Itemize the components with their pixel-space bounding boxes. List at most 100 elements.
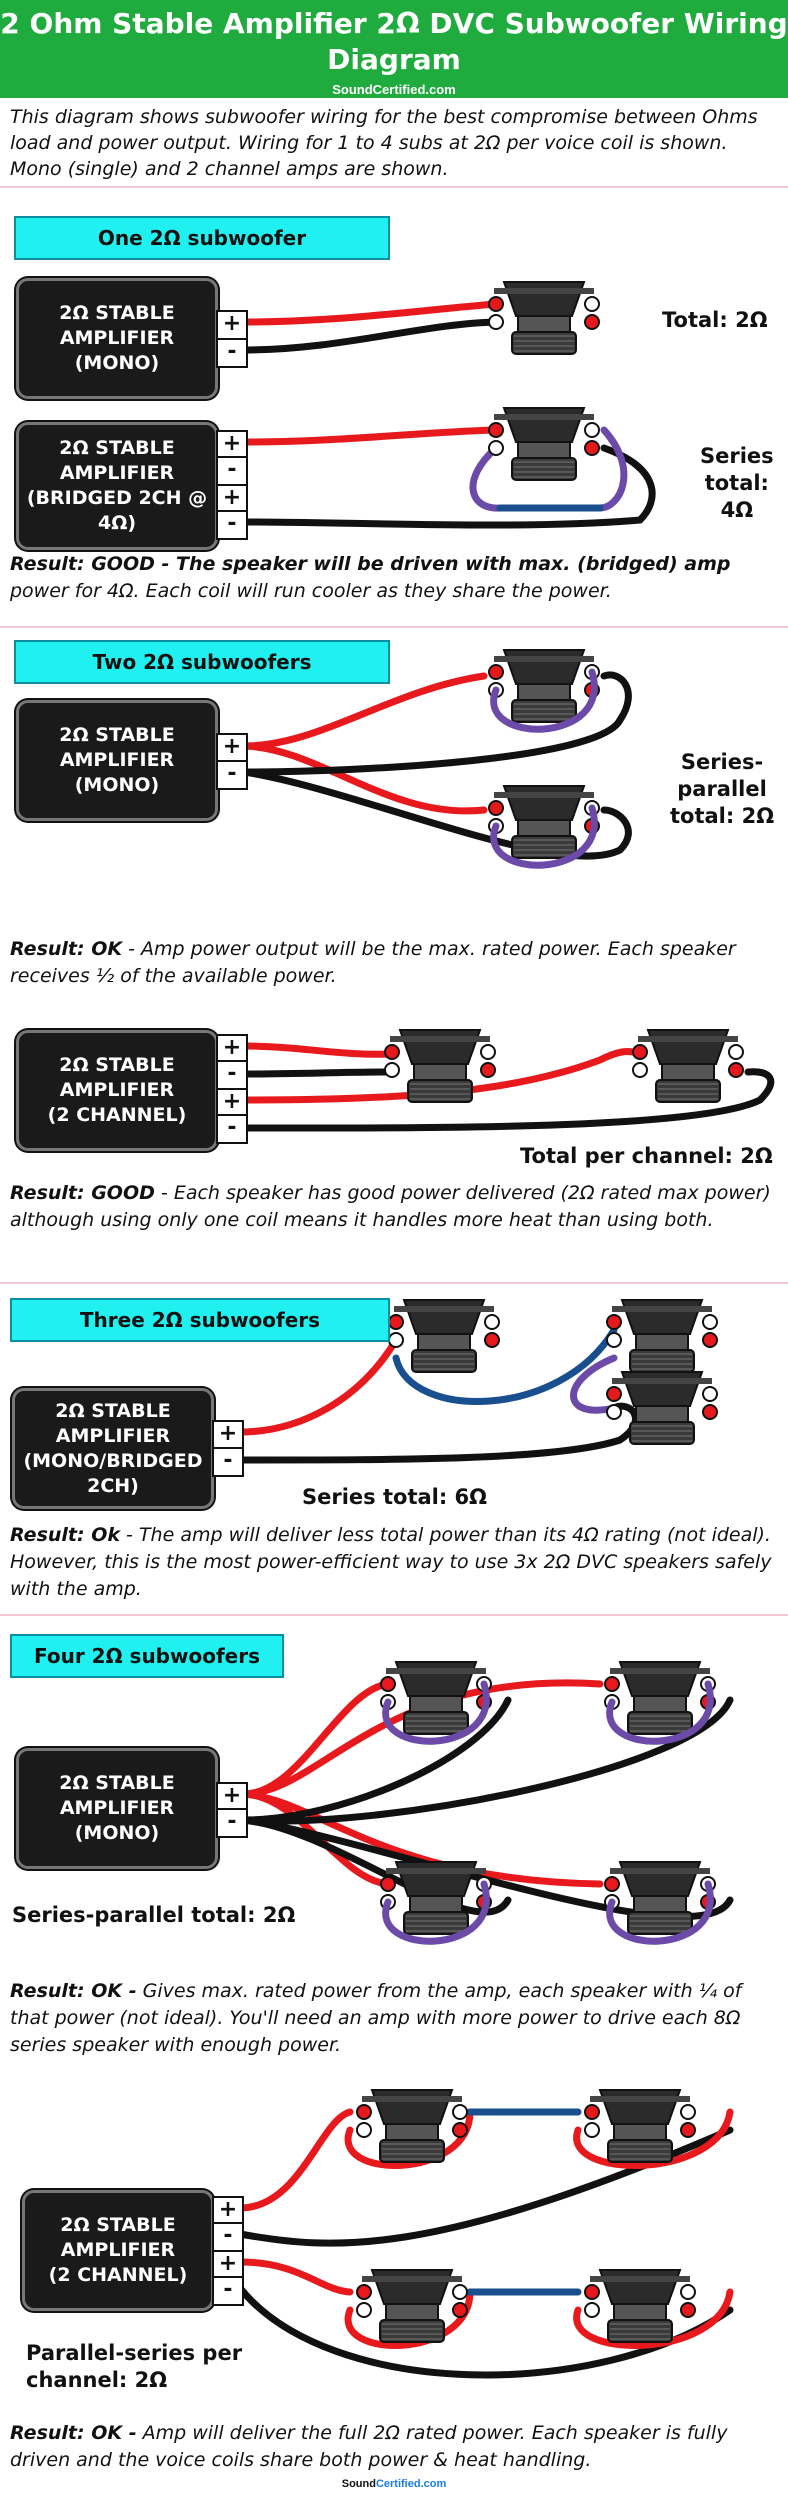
speaker-magnet-stack [627, 1711, 693, 1735]
amplifier-mono-1: 2Ω STABLE AMPLIFIER (MONO) [16, 278, 218, 399]
terminal-red-right [452, 2302, 468, 2318]
speaker-magnet [613, 2123, 667, 2141]
wire-positive [236, 2108, 354, 2212]
speaker-rim [612, 1378, 712, 1384]
speaker-magnet [517, 683, 571, 701]
terminal-red-left [380, 1876, 396, 1892]
section-title-two-subs: Two 2Ω subwoofers [14, 640, 390, 684]
result-lead: Result: GOOD [10, 1182, 155, 1204]
speaker-basket [620, 1299, 704, 1335]
intro-text: This diagram shows subwoofer wiring for … [10, 106, 758, 180]
footer-brand-a: Sound [341, 2478, 376, 2490]
speaker-magnet [517, 315, 571, 333]
terminal-red-right [728, 1062, 744, 1078]
speaker-basket [620, 1371, 704, 1407]
series-link [570, 1354, 618, 1414]
amplifier-mono-3: 2Ω STABLE AMPLIFIER (MONO) [16, 1748, 218, 1869]
voice-coil-jumper [606, 1880, 714, 1945]
total-label-5: Series total: 6Ω [302, 1485, 488, 1509]
speaker-magnet-stack [403, 1911, 469, 1935]
series-link [392, 1326, 618, 1405]
total-label-1: Total: 2Ω [662, 308, 768, 332]
speaker-magnet-stack [627, 1911, 693, 1935]
terminal-red-right [584, 440, 600, 456]
amp-label: 2Ω STABLE AMPLIFIER (2 CHANNEL) [48, 2214, 188, 2286]
wire-positive [240, 1790, 604, 1888]
amplifier-2ch-1: 2Ω STABLE AMPLIFIER (2 CHANNEL) [16, 1030, 218, 1151]
terminal-minus: - [216, 510, 248, 540]
terminal-white-right [702, 1386, 718, 1402]
section-title-one-sub: One 2Ω subwoofer [14, 216, 390, 260]
result-lead: Result: OK - [10, 1980, 137, 2002]
speaker-magnet [409, 1695, 463, 1713]
page-title: 2 Ohm Stable Amplifier 2Ω DVC Subwoofer … [0, 6, 788, 78]
wire-positive [236, 1336, 400, 1436]
amp-label: 2Ω STABLE AMPLIFIER (2 CHANNEL) [47, 1054, 187, 1126]
speaker-rim [494, 414, 594, 420]
terminal-red-left [380, 1676, 396, 1692]
speaker-magnet-stack [511, 331, 577, 355]
title-line-1: 2 Ohm Stable Amplifier 2Ω DVC Subwoofer … [0, 7, 788, 40]
speaker-rim [590, 2276, 690, 2282]
header-banner: 2 Ohm Stable Amplifier 2Ω DVC Subwoofer … [0, 0, 788, 98]
terminal-white-left [606, 1404, 622, 1420]
amp-label: 2Ω STABLE AMPLIFIER (MONO/BRIDGED 2CH) [23, 1399, 203, 1497]
terminal-white-right [584, 296, 600, 312]
terminal-plus: + [216, 1034, 248, 1064]
terminal-minus: - [212, 1447, 244, 1477]
terminal-white-left [584, 2302, 600, 2318]
terminal-red-left [388, 1314, 404, 1330]
result-body: power for 4Ω. Each coil will run cooler … [10, 580, 612, 602]
speaker-rim [494, 288, 594, 294]
terminal-minus: - [216, 338, 248, 368]
terminal-minus: - [212, 2276, 244, 2306]
result-lead: Result: OK [10, 938, 123, 960]
wire-positive [240, 1042, 396, 1058]
terminal-red-left [604, 1676, 620, 1692]
wire-negative [240, 671, 632, 776]
speaker-basket [598, 2089, 682, 2125]
terminal-minus: - [216, 1060, 248, 1090]
terminal-red-right [702, 1332, 718, 1348]
speaker-magnet-stack [379, 2139, 445, 2163]
speaker-rim [638, 1036, 738, 1042]
wire-positive [236, 2258, 354, 2296]
wire-positive [240, 300, 500, 326]
speaker-basket [502, 407, 586, 443]
site-credit: SoundCertified.com [332, 82, 456, 97]
terminal-red-left [632, 1044, 648, 1060]
terminal-white-right [484, 1314, 500, 1330]
speaker-magnet-stack [511, 457, 577, 481]
terminal-white-right [728, 1044, 744, 1060]
speaker-magnet [413, 1063, 467, 1081]
speaker-magnet [409, 1895, 463, 1913]
speaker-magnet-stack [403, 1711, 469, 1735]
terminal-red-left [356, 2104, 372, 2120]
terminal-red-left [488, 422, 504, 438]
amp-label: 2Ω STABLE AMPLIFIER (MONO) [59, 1772, 175, 1844]
speaker-magnet [417, 1333, 471, 1351]
wire-positive [240, 742, 488, 815]
speaker-magnet [613, 2303, 667, 2321]
terminal-white-right [480, 1044, 496, 1060]
amplifier-bridged-1: 2Ω STABLE AMPLIFIER (BRIDGED 2CH @ 4Ω) [16, 422, 218, 550]
wire-positive [240, 1679, 604, 1798]
speaker-magnet-stack [511, 699, 577, 723]
result-text-6: Result: OK - Amp will deliver the full 2… [10, 2420, 780, 2474]
total-label-2: Series total: 4Ω [700, 444, 774, 522]
wire-negative [240, 318, 500, 354]
speaker-magnet-stack [407, 1079, 473, 1103]
result-body: - The amp will deliver less total power … [10, 1524, 772, 1600]
terminal-white-right [584, 422, 600, 438]
wire-negative [240, 1816, 734, 1921]
speaker-rim [362, 2096, 462, 2102]
speaker-basket [646, 1029, 730, 1065]
speaker-basket [398, 1029, 482, 1065]
voice-coil-jumper [382, 1880, 490, 1945]
result-text-1: Result: GOOD - The speaker will be drive… [10, 551, 780, 605]
divider [0, 626, 788, 628]
speaker-basket [370, 2089, 454, 2125]
speaker-basket [394, 1661, 478, 1697]
terminal-red-left [488, 296, 504, 312]
amp-label: 2Ω STABLE AMPLIFIER (BRIDGED 2CH @ 4Ω) [26, 437, 208, 534]
